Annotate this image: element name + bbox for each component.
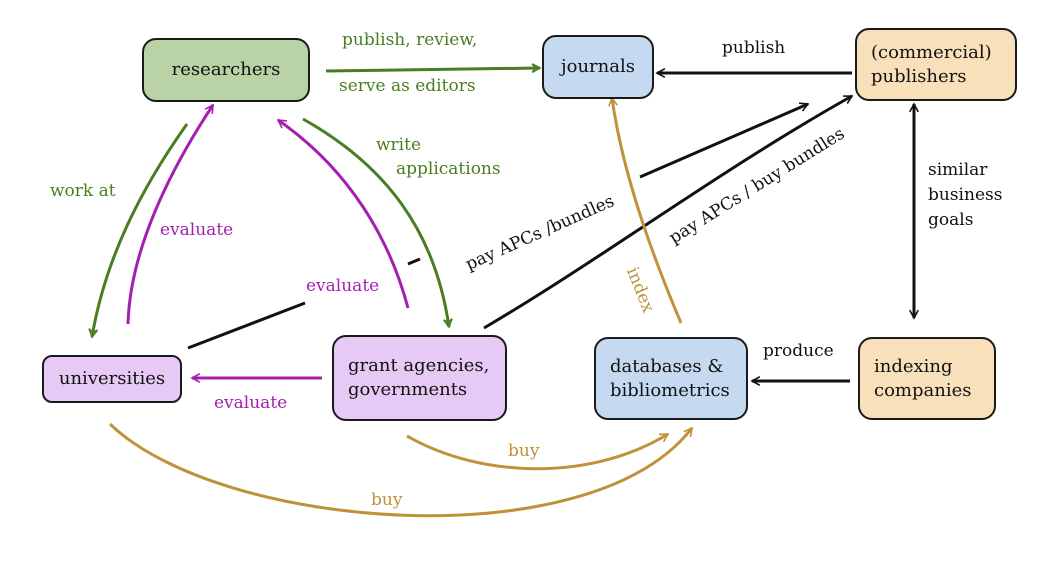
arrow-pay-apcs-buy-bundles (483, 94, 852, 330)
arrow-work-at (92, 123, 189, 337)
label-publish-text: publish (722, 38, 786, 58)
label-serve-editors: serve as editors (339, 74, 476, 98)
label-similar-goals-line-2: business (928, 185, 1003, 205)
label-evaluate-universities: evaluate (214, 391, 287, 415)
label-publish-review-line-2: serve as editors (339, 76, 476, 96)
label-produce-text: produce (763, 341, 834, 361)
label-evaluate-grants-text: evaluate (306, 276, 380, 296)
label-similar-goals-line-1: similar (928, 160, 988, 180)
label-similar-goals-line-3: goals (928, 210, 974, 230)
node-universities-label: universities (58, 368, 166, 389)
node-publishers-line-1: (commercial) (871, 41, 992, 63)
arrow-buy-grants (406, 432, 668, 471)
label-write-applications-line-2: applications (396, 159, 501, 179)
node-indexing: indexing companies (858, 337, 996, 420)
label-evaluate-researchers: evaluate (160, 218, 233, 242)
node-indexing-line-1: indexing (874, 355, 953, 377)
node-indexing-line-2: companies (874, 379, 972, 401)
arrow-evaluate-grants (278, 118, 410, 309)
arrow-publish-review (325, 68, 540, 71)
label-buy-universities-text: buy (371, 490, 403, 510)
arrow-pay-apcs-bundles (187, 104, 808, 350)
label-similar-goals: similar business goals (928, 158, 1002, 233)
node-databases-line-1: databases & (610, 355, 724, 377)
arrow-write-applications (302, 117, 449, 327)
node-journals-label: journals (561, 56, 635, 77)
label-publish-review-line-1: publish, review, (342, 30, 478, 50)
node-researchers-label: researchers (171, 59, 281, 80)
node-publishers: (commercial) publishers (855, 28, 1017, 101)
label-work-at: work at (50, 179, 116, 203)
node-universities: universities (42, 355, 182, 403)
label-publish: publish (722, 36, 785, 60)
label-write-applications: write applications (376, 133, 501, 181)
label-produce: produce (763, 339, 834, 363)
node-grant-agencies-line-2: governments (348, 379, 468, 400)
node-databases: databases & bibliometrics (594, 337, 748, 420)
label-evaluate-universities-text: evaluate (214, 393, 288, 413)
arrow-index (612, 98, 683, 324)
label-buy-grants-text: buy (508, 441, 540, 461)
node-databases-line-2: bibliometrics (610, 379, 730, 401)
node-journals: journals (542, 35, 654, 99)
label-buy-universities: buy (371, 488, 402, 512)
label-publish-review: publish, review, (342, 28, 477, 52)
arrow-evaluate-researchers (126, 105, 215, 325)
label-work-at-text: work at (50, 181, 116, 201)
node-publishers-line-2: publishers (871, 65, 967, 87)
label-buy-grants: buy (508, 439, 539, 463)
node-researchers: researchers (142, 38, 310, 102)
node-grant-agencies: grant agencies, governments (332, 335, 507, 421)
arrow-buy-universities (108, 422, 694, 518)
label-write-applications-line-1: write (376, 135, 422, 155)
label-evaluate-grants: evaluate (306, 274, 379, 298)
label-evaluate-researchers-text: evaluate (160, 220, 234, 240)
node-grant-agencies-line-1: grant agencies, (348, 355, 490, 376)
